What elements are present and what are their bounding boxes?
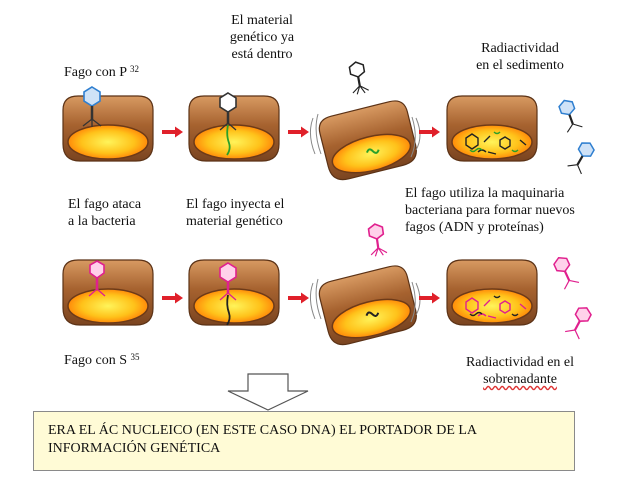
conclusion-box: ERA EL ÁC NUCLEICO (EN ESTE CASO DNA) EL… bbox=[33, 411, 575, 471]
phage-p32-injecting bbox=[219, 92, 237, 156]
conclusion-line-1: ERA EL ÁC NUCLEICO (EN ESTE CASO DNA) EL… bbox=[48, 423, 478, 438]
label-s35-phage: Fago con S 35 bbox=[64, 352, 140, 368]
released-phage-p32-2 bbox=[567, 142, 595, 175]
released-phage-s35-2 bbox=[565, 307, 592, 340]
label-inject: El fago inyecta el material genético bbox=[186, 197, 285, 229]
arrow-top-2 bbox=[288, 126, 309, 138]
label-sediment: Radiactividad en el sedimento bbox=[476, 41, 564, 73]
motion-lines-top bbox=[309, 113, 421, 158]
bacterium-top-1 bbox=[62, 95, 154, 162]
arrow-bottom-3 bbox=[419, 292, 440, 304]
label-supernatant: Radiactividad en el sobrenadante bbox=[465, 355, 575, 387]
bacterium-top-4 bbox=[446, 95, 538, 162]
new-phages-inside-top bbox=[465, 131, 527, 155]
phage-s35-injecting bbox=[219, 262, 237, 326]
new-phages-inside-bottom bbox=[465, 295, 527, 319]
released-phage-p32-1 bbox=[558, 99, 583, 133]
label-attack: El fago ataca a la bacteria bbox=[68, 197, 142, 229]
label-machinery: El fago utiliza la maquinaria bacteriana… bbox=[405, 186, 575, 235]
released-phage-s35-1 bbox=[553, 256, 580, 290]
arrow-top-1 bbox=[162, 126, 183, 138]
phage-s35-attached bbox=[88, 260, 106, 297]
empty-phage-top bbox=[348, 61, 369, 95]
conclusion-arrow bbox=[227, 373, 309, 411]
bacterium-top-3-tilted bbox=[315, 97, 421, 184]
conclusion-line-2: INFORMACIÓN GENÉTICA bbox=[48, 441, 221, 456]
arrow-bottom-1 bbox=[162, 292, 183, 304]
bacterium-bottom-4 bbox=[446, 259, 538, 326]
bacterium-bottom-1 bbox=[62, 259, 154, 326]
empty-phage-bottom bbox=[367, 223, 388, 257]
bacterium-bottom-3-tilted bbox=[315, 262, 421, 349]
arrow-top-3 bbox=[419, 126, 440, 138]
label-material-inside: El material genético ya está dentro bbox=[229, 13, 295, 62]
label-p32-phage: Fago con P 32 bbox=[64, 64, 139, 80]
phage-p32-attached bbox=[82, 86, 102, 127]
arrow-bottom-2 bbox=[288, 292, 309, 304]
